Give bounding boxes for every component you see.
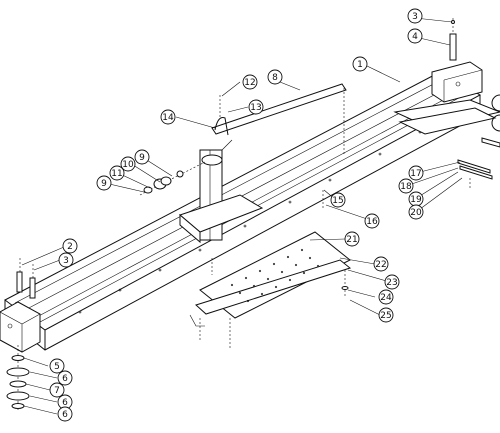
svg-text:6: 6	[62, 410, 68, 420]
callout-15: 15	[330, 192, 346, 208]
svg-text:18: 18	[400, 182, 412, 192]
callout-9-top: 9	[134, 149, 150, 165]
right-slide-plate	[393, 99, 500, 135]
callout-8: 8	[267, 69, 283, 85]
svg-text:12: 12	[244, 78, 255, 88]
svg-text:3: 3	[63, 256, 69, 266]
svg-text:23: 23	[386, 278, 397, 288]
callout-6-bottom: 6	[57, 406, 73, 422]
svg-text:5: 5	[54, 362, 60, 372]
long-rod	[211, 83, 347, 155]
svg-text:15: 15	[332, 196, 343, 206]
callout-6: 6	[57, 370, 73, 386]
svg-text:10: 10	[122, 160, 134, 170]
callout-5: 5	[49, 358, 65, 374]
svg-text:7: 7	[54, 386, 60, 396]
callout-16: 16	[364, 213, 380, 229]
callout-21: 21	[344, 231, 360, 247]
svg-text:16: 16	[366, 217, 378, 227]
svg-text:9: 9	[101, 179, 107, 189]
callout-7: 7	[49, 382, 65, 398]
callout-9-low: 9	[96, 175, 112, 191]
callout-17: 17	[408, 165, 424, 181]
callout-13: 13	[248, 99, 264, 115]
callout-19: 19	[408, 191, 424, 207]
callout-3-right: 3	[407, 8, 423, 24]
svg-text:6: 6	[62, 398, 68, 408]
handle	[214, 95, 229, 136]
right-end-block	[431, 61, 483, 103]
svg-text:19: 19	[410, 195, 422, 205]
svg-text:13: 13	[250, 103, 261, 113]
callout-20: 20	[408, 204, 424, 220]
callout-23: 23	[384, 274, 400, 290]
callout-11: 11	[109, 165, 125, 181]
callout-10: 10	[120, 156, 136, 172]
svg-text:2: 2	[67, 242, 73, 252]
callout-14: 14	[160, 109, 176, 125]
roller-group	[139, 161, 206, 196]
callout-4: 4	[407, 28, 423, 44]
svg-text:8: 8	[272, 73, 278, 83]
svg-text:17: 17	[410, 169, 421, 179]
center-carriage	[179, 139, 264, 244]
left-end-block	[0, 301, 41, 353]
svg-text:11: 11	[111, 169, 122, 179]
callout-22: 22	[373, 256, 389, 272]
svg-text:9: 9	[139, 153, 145, 163]
callout-2-right: 2	[62, 238, 78, 254]
left-washer-stack	[6, 345, 30, 410]
svg-text:1: 1	[357, 60, 363, 70]
right-bracket-strips	[457, 137, 500, 190]
svg-text:22: 22	[375, 260, 386, 270]
callout-leaders	[21, 17, 463, 415]
left-pins	[16, 258, 36, 299]
perforated-plate	[189, 231, 352, 350]
svg-text:24: 24	[380, 293, 392, 303]
svg-text:3: 3	[412, 12, 418, 22]
right-edge-rings	[491, 94, 500, 132]
svg-text:20: 20	[410, 208, 422, 218]
svg-text:21: 21	[346, 235, 357, 245]
callout-12: 12	[242, 74, 258, 90]
svg-text:4: 4	[412, 32, 418, 42]
right-top-pin	[449, 18, 457, 61]
callout-18: 18	[398, 178, 414, 194]
svg-text:14: 14	[162, 113, 174, 123]
svg-text:25: 25	[380, 311, 391, 321]
assembly-leaders	[211, 190, 324, 275]
callout-3-left: 3	[58, 252, 74, 268]
callout-24: 24	[378, 289, 394, 305]
svg-text:6: 6	[62, 374, 68, 384]
plate-holes	[230, 248, 320, 303]
callout-1: 1	[352, 56, 368, 72]
callout-25: 25	[378, 307, 394, 323]
